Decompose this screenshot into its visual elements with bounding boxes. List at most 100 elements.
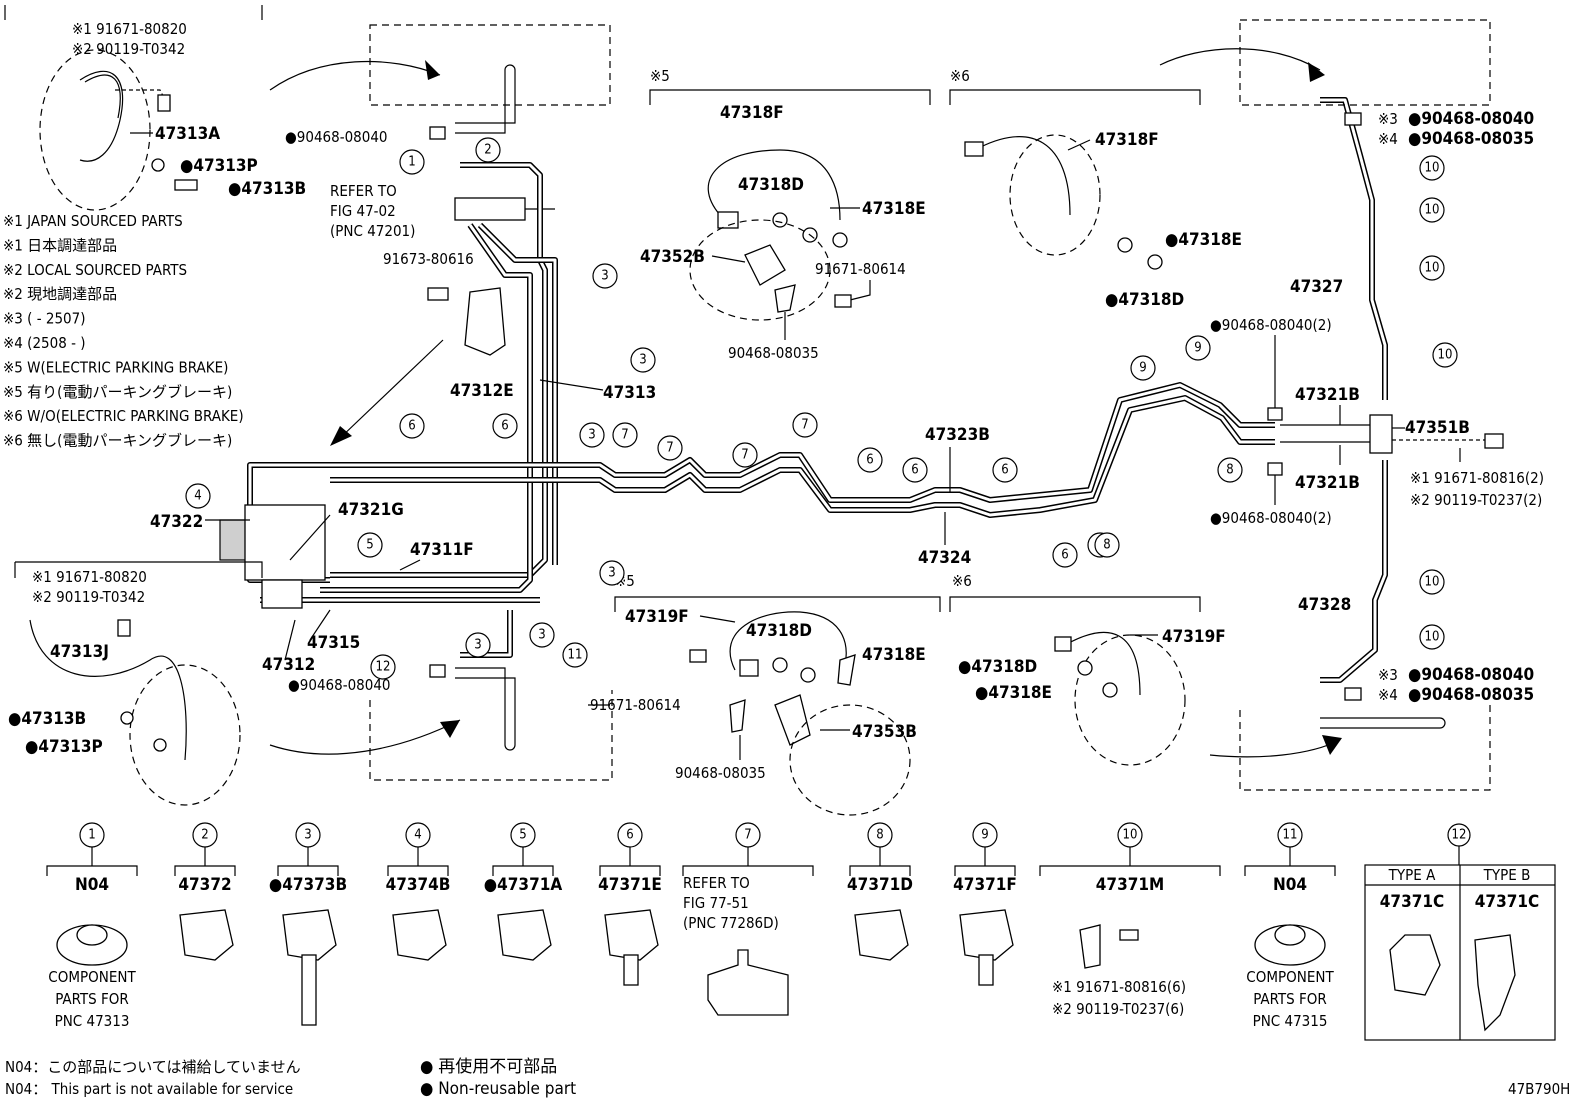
tr-value-3: ●90468-08040	[1408, 109, 1534, 129]
callout-circle	[612, 422, 638, 448]
label-47318E-b: ●47318E	[1165, 230, 1242, 250]
label-47318F-b: 47318F	[1095, 130, 1159, 150]
callout-number: 6	[1061, 548, 1068, 563]
clamp-12-part-a: 47371C	[1380, 892, 1444, 912]
clamp-description: COMPONENT	[48, 968, 136, 986]
tr-value-4: ●90468-08035	[1408, 129, 1534, 149]
clip-77286D-shape	[707, 949, 789, 1016]
label-47313B-bottom: ●47313B	[8, 709, 86, 729]
callout-number: 11	[568, 648, 583, 663]
callout-number: 6	[501, 419, 508, 434]
label-47323B: 47323B	[925, 425, 990, 445]
clamp-description: PARTS FOR	[55, 990, 129, 1008]
brake-lines	[247, 97, 1388, 683]
clamp-number: 5	[519, 828, 526, 843]
tl-note-2: ※2 90119-T0342	[72, 40, 185, 58]
callout-number: 3	[601, 269, 608, 284]
legend-line: ※6 W/O(ELECTRIC PARKING BRAKE)	[3, 407, 244, 425]
label-47321B-b: 47321B	[1295, 473, 1360, 493]
callout-circle	[492, 413, 518, 439]
callout-number: 7	[621, 428, 628, 443]
label-47318E-c: 47318E	[862, 645, 926, 665]
br-mark-4: ※4	[1378, 686, 1398, 704]
clamp-number: 2	[201, 828, 208, 843]
group-5-top-mark: ※5	[650, 67, 670, 85]
callout-number: 10	[1425, 261, 1440, 276]
clamp-number: 1	[88, 828, 95, 843]
tr-mark-4: ※4	[1378, 130, 1398, 148]
label-47351B: 47351B	[1405, 418, 1470, 438]
legend-line: ※1 日本調達部品	[3, 236, 117, 254]
group-6-top: ※6 47318F ●47318E ●47318D	[949, 67, 1242, 310]
label-47311F: 47311F	[410, 540, 474, 560]
bolt-note-1: ※1 91671-80816(2)	[1410, 469, 1544, 487]
clamp-part-number: ●47371A	[484, 875, 563, 895]
callout-circle	[1419, 624, 1445, 650]
callout-circle	[1130, 355, 1156, 381]
br-value-3: ●90468-08040	[1408, 665, 1534, 685]
callout-number: 3	[474, 638, 481, 653]
callout-number: 8	[1226, 463, 1233, 478]
detail-47312E: 91673-80616 47312E	[330, 250, 514, 446]
callout-number: 10	[1425, 161, 1440, 176]
legend: ※1 JAPAN SOURCED PARTS ※1 日本調達部品 ※2 LOCAL …	[3, 212, 244, 450]
clamp-description: FIG 77-51	[683, 894, 749, 912]
callout-numbers: 1233333345666666677778899101010101010111…	[185, 137, 1458, 680]
clamp-number: 4	[414, 828, 421, 843]
callout-circle	[529, 622, 555, 648]
clamp-description: REFER TO	[683, 874, 750, 892]
callout-number: 3	[588, 428, 595, 443]
legend-line: ※6 無し(電動パーキングブレーキ)	[3, 432, 232, 450]
clamp-part-number: 47371M	[1096, 875, 1164, 895]
label-90468-08035-a: 90468-08035	[728, 344, 819, 362]
label-47328: 47328	[1298, 595, 1351, 615]
legend-line: ※5 W(ELECTRIC PARKING BRAKE)	[3, 358, 228, 376]
callout-circle	[562, 642, 588, 668]
clamp-description: ※1 91671-80816(6)	[1052, 978, 1186, 996]
legend-line: ※5 有り(電動パーキングブレーキ)	[3, 383, 232, 401]
label-47319F-a: 47319F	[625, 607, 689, 627]
callout-circle	[465, 632, 491, 658]
legend-line: ※1 JAPAN SOURCED PARTS	[3, 212, 183, 230]
clamp-12-type-a: TYPE A	[1388, 866, 1436, 884]
callout-number: 3	[538, 628, 545, 643]
clamp-part-number: N04	[1273, 875, 1307, 895]
label-47319F-b: 47319F	[1162, 627, 1226, 647]
label-clip-2a: ●90468-08040(2)	[1210, 316, 1332, 334]
callout-circle	[370, 654, 396, 680]
callout-circle	[1094, 532, 1120, 558]
callout-number: 10	[1425, 203, 1440, 218]
br-mark-3: ※3	[1378, 666, 1398, 684]
right-hoses: ※3 ●90468-08040 ※4 ●90468-08035 47327 ●9…	[1159, 19, 1544, 791]
label-47327: 47327	[1290, 277, 1343, 297]
clamp-12-type-b: TYPE B	[1483, 866, 1531, 884]
clamp-description: PNC 47315	[1253, 1012, 1328, 1030]
bl-note-1: ※1 91671-80820	[32, 568, 147, 586]
label-47321G: 47321G	[338, 500, 404, 520]
legend-line: ※2 LOCAL SOURCED PARTS	[3, 261, 187, 279]
figure-code: 47B790H	[1508, 1080, 1570, 1098]
label-47352B: 47352B	[640, 247, 705, 267]
callout-circle	[1052, 542, 1078, 568]
clamp-12: 12 TYPE A TYPE B 47371C 47371C	[1364, 823, 1556, 1041]
clamp-description: PNC 47313	[55, 1012, 130, 1030]
callout-circle	[1185, 335, 1211, 361]
callout-circle	[399, 413, 425, 439]
group-6-bottom-mark: ※6	[952, 572, 972, 590]
refer-line-1: REFER TO	[330, 182, 397, 200]
callout-number: 10	[1425, 630, 1440, 645]
clamp-shape	[854, 909, 909, 961]
callout-number: 12	[376, 660, 391, 675]
clamp-number: 11	[1283, 828, 1298, 843]
inset-bottom-left: ●90468-08040 91671-80614	[269, 664, 681, 781]
clamp-description: ※2 90119-T0237(6)	[1052, 1000, 1184, 1018]
clamp-description: (PNC 77286D)	[683, 914, 779, 932]
label-47315: 47315	[307, 633, 360, 653]
callout-number: 3	[639, 353, 646, 368]
label-47313B: ●47313B	[228, 179, 306, 199]
br-value-4: ●90468-08035	[1408, 685, 1534, 705]
callout-circle	[1419, 197, 1445, 223]
clamp-number: 7	[744, 828, 751, 843]
clamp-part-number: ●47373B	[269, 875, 347, 895]
